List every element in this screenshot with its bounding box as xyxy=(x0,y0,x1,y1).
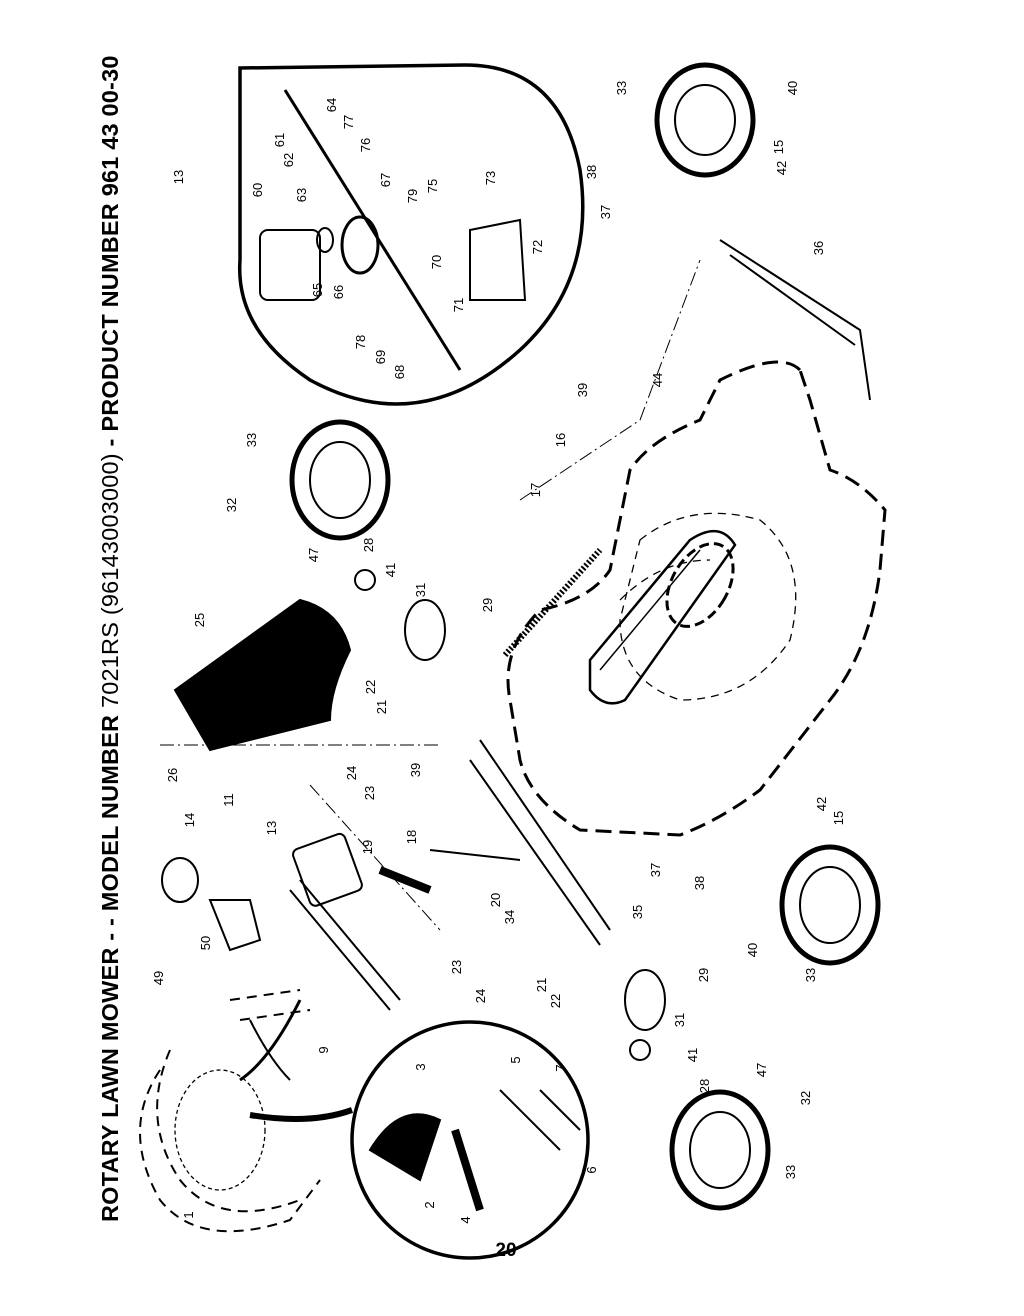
callout-28: 28 xyxy=(361,538,376,552)
callout-62: 62 xyxy=(281,153,296,167)
callout-24: 24 xyxy=(473,989,488,1003)
callout-60: 60 xyxy=(250,183,265,197)
mower-deck xyxy=(506,360,887,837)
callout-26: 26 xyxy=(165,768,180,782)
callout-13: 13 xyxy=(264,821,279,835)
callout-22: 22 xyxy=(548,994,563,1008)
callout-15: 15 xyxy=(771,140,786,154)
callout-37: 37 xyxy=(598,205,613,219)
callout-18: 18 xyxy=(404,830,419,844)
callout-72: 72 xyxy=(530,240,545,254)
callout-32: 32 xyxy=(798,1091,813,1105)
inset-latch xyxy=(350,1020,590,1260)
callout-36: 36 xyxy=(811,241,826,255)
handle xyxy=(139,1069,321,1233)
callout-61: 61 xyxy=(272,133,287,147)
callout-33: 33 xyxy=(614,81,629,95)
callout-63: 63 xyxy=(294,188,309,202)
callout-15: 15 xyxy=(831,811,846,825)
callout-16: 16 xyxy=(553,433,568,447)
callout-23: 23 xyxy=(362,786,377,800)
callout-24: 24 xyxy=(344,766,359,780)
page-number: 20 xyxy=(495,1240,517,1261)
callout-66: 66 xyxy=(331,285,346,299)
callout-73: 73 xyxy=(483,171,498,185)
callout-21: 21 xyxy=(374,700,389,714)
callout-70: 70 xyxy=(429,255,444,269)
callout-13: 13 xyxy=(171,170,186,184)
wheel-32-bottom xyxy=(669,1089,771,1211)
callout-79: 79 xyxy=(405,189,420,203)
callout-2: 2 xyxy=(422,1201,437,1208)
callout-32: 32 xyxy=(224,498,239,512)
callout-40: 40 xyxy=(745,943,760,957)
callout-4: 4 xyxy=(458,1216,473,1223)
blade xyxy=(588,530,737,705)
callout-42: 42 xyxy=(774,161,789,175)
callout-20: 20 xyxy=(488,893,503,907)
callout-1: 1 xyxy=(181,1211,196,1218)
callout-47: 47 xyxy=(754,1063,769,1077)
callout-67: 67 xyxy=(378,173,393,187)
callout-34: 34 xyxy=(502,910,517,924)
callout-31: 31 xyxy=(672,1013,687,1027)
callout-14: 14 xyxy=(182,813,197,827)
callout-77: 77 xyxy=(341,115,356,129)
callout-31: 31 xyxy=(413,583,428,597)
callout-65: 65 xyxy=(310,283,325,297)
callout-6: 6 xyxy=(584,1166,599,1173)
callout-29: 29 xyxy=(696,968,711,982)
callout-33: 33 xyxy=(244,433,259,447)
callout-22: 22 xyxy=(363,680,378,694)
callout-37: 37 xyxy=(648,863,663,877)
callout-76: 76 xyxy=(358,138,373,152)
callout-41: 41 xyxy=(685,1048,700,1062)
callout-68: 68 xyxy=(392,365,407,379)
callout-9: 9 xyxy=(316,1046,331,1053)
callout-11: 11 xyxy=(221,793,236,807)
callout-28: 28 xyxy=(697,1079,712,1093)
callout-5: 5 xyxy=(508,1056,523,1063)
callout-33: 33 xyxy=(783,1165,798,1179)
callout-49: 49 xyxy=(151,971,166,985)
callout-38: 38 xyxy=(692,876,707,890)
callout-47: 47 xyxy=(306,548,321,562)
wheel-32-top xyxy=(289,419,391,541)
callout-42: 42 xyxy=(814,797,829,811)
callout-3: 3 xyxy=(413,1063,428,1070)
callout-39: 39 xyxy=(408,763,423,777)
callout-38: 38 xyxy=(584,165,599,179)
callout-40: 40 xyxy=(785,81,800,95)
wheel-40-top xyxy=(654,62,756,178)
callout-41: 41 xyxy=(383,563,398,577)
callout-17: 17 xyxy=(528,483,543,497)
callout-69: 69 xyxy=(373,350,388,364)
callout-71: 71 xyxy=(451,298,466,312)
callout-7: 7 xyxy=(553,1064,568,1071)
callout-39: 39 xyxy=(575,383,590,397)
callout-29: 29 xyxy=(480,598,495,612)
callout-35: 35 xyxy=(630,905,645,919)
callout-64: 64 xyxy=(324,98,339,112)
callout-78: 78 xyxy=(353,335,368,349)
grass-bag xyxy=(173,598,352,752)
inset-transmission xyxy=(237,63,585,406)
callout-19: 19 xyxy=(360,840,375,854)
callout-23: 23 xyxy=(449,960,464,974)
callout-25: 25 xyxy=(192,613,207,627)
callout-44: 44 xyxy=(650,373,665,387)
callout-33: 33 xyxy=(803,968,818,982)
wheel-40-bottom xyxy=(779,844,881,966)
callout-75: 75 xyxy=(425,179,440,193)
callout-50: 50 xyxy=(198,936,213,950)
callout-21: 21 xyxy=(534,978,549,992)
